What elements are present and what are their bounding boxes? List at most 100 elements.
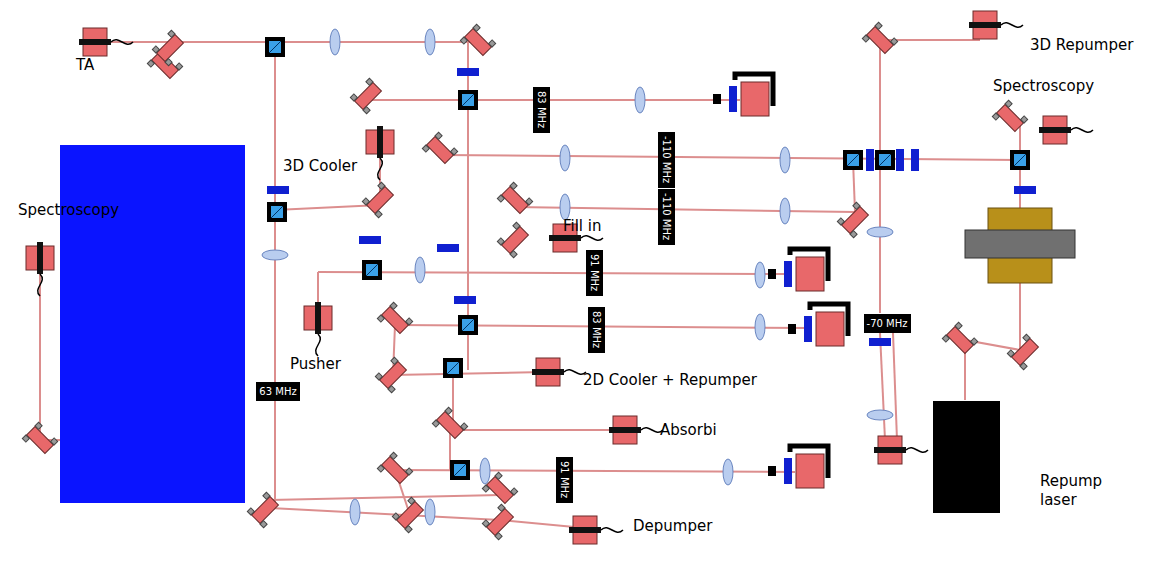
pbs-cube (265, 37, 285, 57)
adjuster-knob (405, 526, 412, 533)
mirror-plate (487, 477, 514, 504)
component-label: 3D Repumper (1030, 36, 1133, 55)
retro-assembly (713, 74, 773, 116)
adjuster-knob (51, 438, 58, 445)
adjuster-knob (495, 533, 502, 540)
lens (560, 194, 570, 220)
adjuster-knob (451, 148, 458, 155)
lens (415, 257, 425, 283)
mirror-plate (867, 27, 894, 54)
adjuster-knob (35, 422, 42, 429)
fiber (111, 40, 133, 45)
pbs-cube (843, 150, 863, 170)
component-label: Fill in (563, 217, 601, 236)
adjuster-knob (971, 338, 978, 345)
adjuster-knob (377, 315, 384, 322)
mirror-mount (377, 302, 412, 337)
adjuster-knob (1005, 100, 1012, 107)
mirror-mount (350, 78, 385, 113)
repump-laser-body (933, 401, 1000, 513)
coupler-body (874, 447, 906, 453)
pbs-mount (362, 260, 382, 280)
mirror-mount (152, 30, 187, 65)
fiber (641, 428, 663, 433)
retro-assembly (788, 304, 848, 346)
mirror-plate (842, 207, 869, 234)
component-label: Depumper (633, 517, 712, 536)
waveplate (1014, 186, 1036, 194)
aom-box: -70 MHz (864, 314, 911, 333)
adjuster-knob (461, 423, 468, 430)
adjuster-knob (176, 63, 183, 70)
adjuster-knob (147, 60, 154, 67)
adjuster-knob (408, 497, 415, 504)
mirror-plate (465, 29, 492, 56)
component-label: Absorbi (660, 421, 717, 440)
adjuster-knob (388, 386, 395, 393)
coupler-body (549, 235, 581, 241)
laser-beams (40, 40, 1020, 528)
adjuster-knob (406, 318, 413, 325)
pbs-diagonal (366, 264, 378, 276)
pbs-glass (447, 362, 459, 374)
lens (755, 314, 765, 340)
waveplate (869, 338, 891, 346)
waveplate (784, 261, 792, 287)
fiber-coupler (1039, 116, 1093, 144)
pbs-cube (362, 260, 382, 280)
retro-assembly (768, 249, 828, 291)
adjuster-knob (378, 182, 385, 189)
adjuster-knob (837, 218, 844, 225)
adjuster-knob (1023, 334, 1030, 341)
adjuster-knob (260, 521, 267, 528)
adjuster-knob (1021, 116, 1028, 123)
component-label: 3D Cooler (283, 157, 357, 176)
fiber (601, 528, 623, 533)
pbs-glass (271, 206, 283, 218)
waveplate (267, 186, 289, 194)
mirror-plate (252, 497, 279, 524)
adjuster-knob (445, 407, 452, 414)
adjuster-knob (168, 30, 175, 37)
adjuster-knob (390, 302, 397, 309)
adjuster-knob (435, 132, 442, 139)
mirror-plate (947, 327, 974, 354)
laser-beam (965, 340, 1020, 400)
fiber (1071, 128, 1093, 133)
pbs-mount (450, 460, 470, 480)
mirror-plate (382, 307, 409, 334)
aom-box: 83 MHz (533, 87, 550, 133)
pbs-cube (458, 315, 478, 335)
aom-box: 83 MHz (588, 307, 605, 353)
mirror-plate (427, 137, 454, 164)
mirror-mount (362, 182, 397, 217)
adjuster-knob (406, 468, 413, 475)
mirror-mount (1007, 334, 1042, 369)
adjuster-knob (460, 37, 467, 44)
mirror-plate (1012, 339, 1039, 366)
adjuster-knob (862, 35, 869, 42)
laser-beam (893, 333, 897, 440)
aom-box: 91 MHz (556, 457, 573, 503)
fiber-coupler (366, 126, 394, 180)
adjuster-knob (850, 231, 857, 238)
waveplate (729, 86, 737, 112)
component-label: Repump laser (1040, 472, 1102, 510)
laser-beam (274, 42, 276, 505)
lens (560, 145, 570, 171)
vapour-cell (965, 230, 1075, 258)
pbs-mount (267, 202, 287, 222)
aom-box: 91 MHz (586, 250, 603, 296)
mirror-mount (460, 24, 495, 59)
adjuster-knob (247, 508, 254, 515)
adjuster-knob (942, 335, 949, 342)
lens (723, 459, 733, 485)
adjuster-knob (955, 322, 962, 329)
waveplate (866, 149, 874, 171)
coupler-body (609, 427, 641, 433)
mirror-mount (432, 407, 467, 442)
adjuster-knob (22, 435, 29, 442)
pbs-cube (450, 460, 470, 480)
fiber (316, 334, 321, 356)
coupler-body (37, 242, 43, 274)
